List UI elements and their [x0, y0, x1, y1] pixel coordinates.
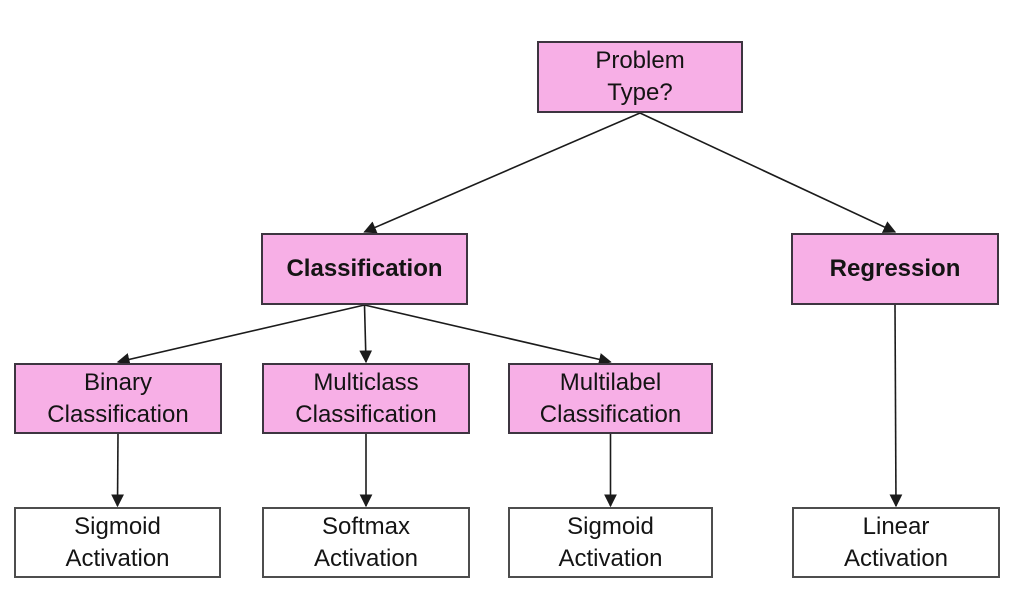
edge-classification-to-multilabel	[364, 304, 612, 366]
node-problem-type-label: Problem Type?	[595, 47, 685, 106]
node-linear-activation: Linear Activation	[792, 507, 1000, 578]
edge-problem-to-regression	[639, 112, 897, 233]
edge-regression-to-linear	[889, 304, 903, 508]
node-multiclass-classification-label: Multiclass Classification	[295, 368, 437, 428]
node-softmax-activation: Softmax Activation	[262, 507, 470, 578]
edge-classification-to-binary	[116, 304, 365, 366]
node-regression-label: Regression	[829, 255, 961, 283]
node-problem-type: Problem Type?	[537, 41, 743, 113]
node-softmax-activation-label: Softmax Activation	[313, 512, 419, 572]
edge-classification-to-multiclass	[359, 304, 373, 364]
node-sigmoid-activation-binary-label: Sigmoid Activation	[65, 512, 170, 572]
node-binary-classification: Binary Classification	[14, 363, 222, 434]
edge-problem-to-classification	[363, 112, 641, 234]
node-sigmoid-activation-multilabel-label: Sigmoid Activation	[558, 512, 663, 572]
node-linear-activation-label: Linear Activation	[843, 512, 949, 572]
node-binary-classification-label: Binary Classification	[47, 368, 189, 428]
node-multilabel-classification-label: Multilabel Classification	[539, 368, 682, 428]
node-classification-label: Classification	[286, 255, 443, 283]
node-sigmoid-activation-binary: Sigmoid Activation	[14, 507, 221, 578]
node-regression: Regression	[791, 233, 999, 305]
node-multiclass-classification: Multiclass Classification	[262, 363, 470, 434]
node-sigmoid-activation-multilabel: Sigmoid Activation	[508, 507, 713, 578]
node-classification: Classification	[261, 233, 468, 305]
node-multilabel-classification: Multilabel Classification	[508, 363, 713, 434]
edge-binary-to-sigmoid_binary	[111, 433, 124, 508]
